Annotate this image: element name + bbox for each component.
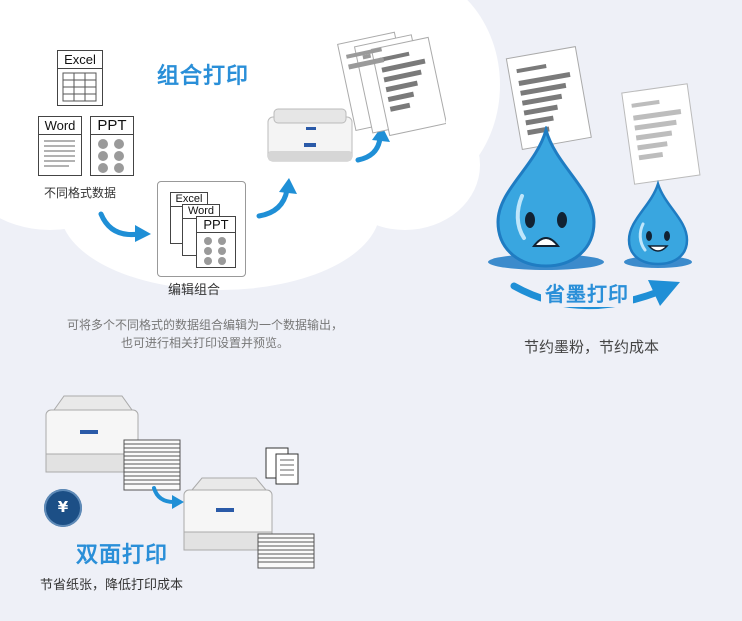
happy-ink-drop-icon [624,180,692,268]
duplex-print-subtitle: 节省纸张，降低打印成本 [40,578,184,593]
word-label: Word [39,117,81,135]
slide-circles-icon [98,139,124,173]
printer-icon [45,395,181,491]
sad-ink-drop-icon [488,126,604,270]
combo-description-line1: 可将多个不同格式的数据组合编辑为一个数据输出， [66,318,343,332]
stacked-ppt-doc: PPT [196,216,236,268]
ink-saving-title: 省墨打印 [541,278,633,307]
printed-page-icon [505,46,592,150]
printer-icon [267,108,353,162]
arrow-up-icon [256,178,297,219]
ink-saving-subtitle: 节约墨粉，节约成本 [524,338,660,356]
word-document: Word [38,116,82,176]
combo-description: 可将多个不同格式的数据组合编辑为一个数据输出， 也可进行相关打印设置并预览。 [40,316,370,352]
yen-save-badge: ¥ [44,489,82,527]
ppt-document: PPT [90,116,134,176]
spreadsheet-grid-icon [62,72,97,102]
edit-combination-label: 编辑组合 [168,283,221,298]
printer-icon [183,477,315,569]
slide-circles-icon [204,237,226,265]
edit-combination-box: Excel Word PPT [157,181,246,277]
stacked-ppt-label: PPT [197,217,235,233]
arrow-up-icon [355,126,390,163]
excel-label: Excel [58,51,102,69]
combo-description-line2: 也可进行相关打印设置并预览。 [120,336,289,350]
ppt-label: PPT [91,117,133,135]
printed-page-icon [621,83,701,185]
printed-pages-icon [337,31,446,137]
formats-label: 不同格式数据 [44,186,117,200]
arrow-curve-icon [152,486,184,509]
duplex-document-icon [265,447,299,485]
excel-document: Excel [57,50,103,106]
duplex-print-title: 双面打印 [76,543,169,568]
arrow-curve-icon [98,211,151,242]
combo-print-title: 组合打印 [157,64,250,89]
text-lines-icon [44,140,75,167]
yen-icon: ¥ [57,498,69,516]
